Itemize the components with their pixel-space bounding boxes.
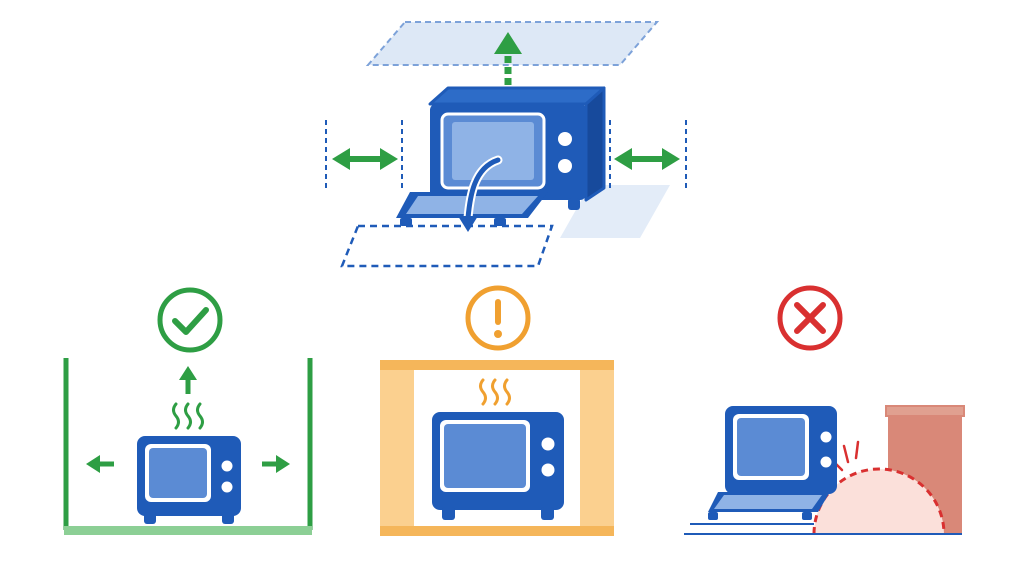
open-door [708,492,830,520]
door-swing-collision-zone [814,469,944,534]
appliance [725,406,837,494]
door-swing-ghost [340,224,554,268]
up-arrow [179,366,197,394]
blocked-door-placement [684,285,965,535]
appliance-3d [428,86,606,210]
right-arrow [262,455,290,473]
open-ventilated-placement [63,287,313,535]
exclamation-circle-icon [465,285,531,351]
check-circle-icon [157,287,223,353]
up-clearance-arrow [494,32,522,96]
cabinet-top-trim [380,360,614,370]
door-swing-arrow [458,155,503,232]
top-clearance-diagram [325,21,687,268]
cross-circle-icon [777,285,843,351]
left-arrow [86,455,114,473]
steam-icon [172,402,204,430]
counter-surface [684,523,962,535]
left-clearance-arrow [332,148,398,170]
floor-surface [64,526,312,535]
cabinet-bottom-trim [380,526,614,536]
enclosed-cabinet-placement [380,285,614,536]
steam-icon [479,378,511,406]
appliance [432,412,564,520]
right-clearance-arrow [614,148,680,170]
appliance [137,436,241,524]
